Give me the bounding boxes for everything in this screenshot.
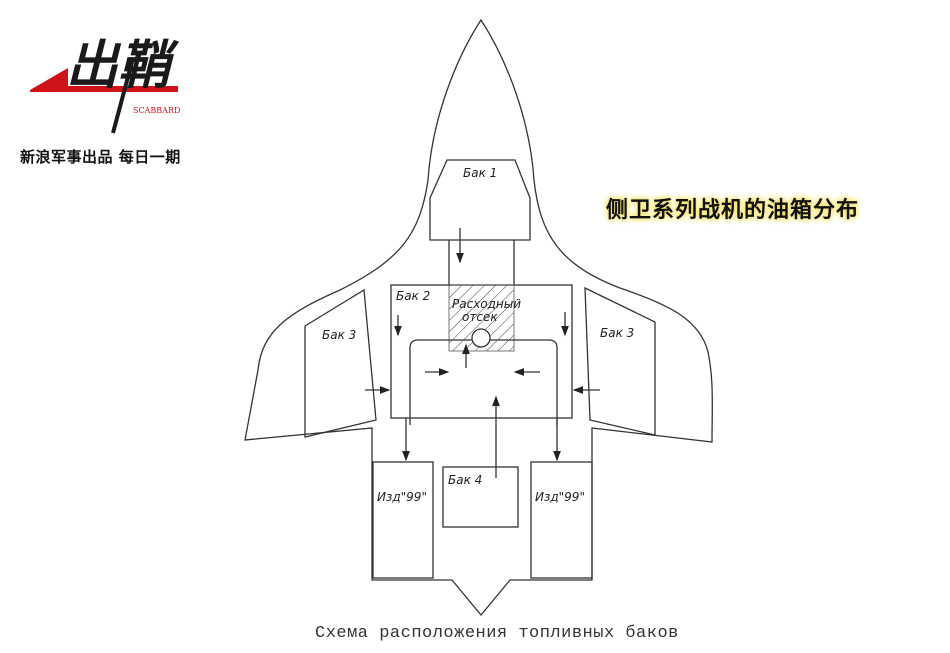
airframe-outline — [244, 18, 713, 617]
tank-4-label: Бак 4 — [448, 473, 482, 487]
feed-label-2: отсек — [462, 310, 498, 324]
headline: 侧卫系列战机的油箱分布 — [606, 198, 860, 223]
tank-4 — [442, 466, 519, 528]
scabbard-logo: 出鞘 SCABBARD — [30, 36, 180, 134]
tank-3-left — [304, 288, 377, 438]
inner-tank — [409, 339, 558, 425]
tagline: 新浪军事出品 每日一期 — [20, 148, 181, 166]
tank-3-right-label: Бак 3 — [600, 326, 634, 340]
svg-text:出鞘: 出鞘 — [66, 36, 180, 96]
tank-3-right — [584, 286, 656, 436]
feed-label-1: Расходный — [452, 297, 521, 311]
tank-1-label: Бак 1 — [463, 166, 497, 180]
tank-1 — [429, 159, 531, 241]
diagram-caption: Схема расположения топливных баков — [315, 624, 679, 643]
tank-3-left-label: Бак 3 — [322, 328, 356, 342]
tank-2-label: Бак 2 — [396, 289, 430, 303]
engine-left-label: Изд"99" — [377, 490, 427, 504]
pump-circle — [471, 328, 491, 348]
engine-right — [530, 461, 593, 579]
svg-text:SCABBARD: SCABBARD — [133, 106, 180, 115]
engine-right-label: Изд"99" — [535, 490, 585, 504]
engine-left — [372, 461, 434, 579]
